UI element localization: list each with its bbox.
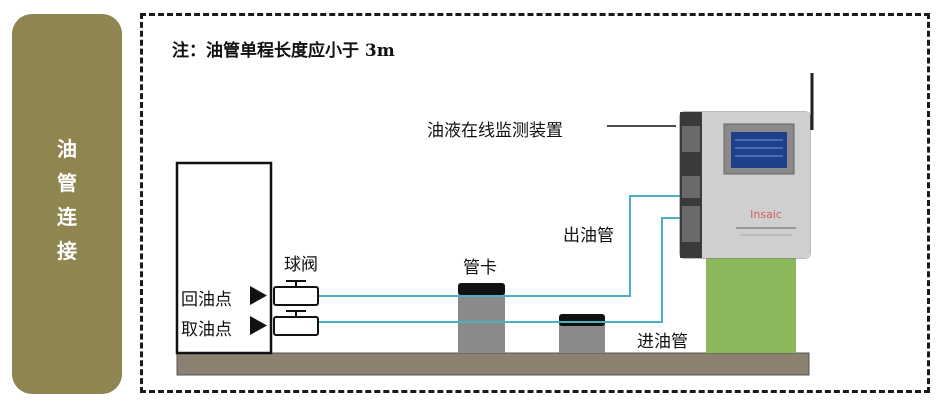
sample-point-arrow-icon bbox=[250, 316, 267, 335]
pipe-clamp bbox=[458, 283, 505, 295]
ball-valve-sample bbox=[273, 310, 319, 336]
inlet-pipe bbox=[318, 217, 690, 323]
device-screen bbox=[731, 132, 787, 168]
ball-valve-return bbox=[273, 280, 319, 306]
return-point-arrow-icon bbox=[250, 286, 267, 305]
diagram-frame bbox=[140, 13, 930, 393]
monitor-device-label: 油液在线监测装置 bbox=[427, 121, 563, 141]
pipe-clamp bbox=[559, 314, 605, 326]
device-stand bbox=[706, 258, 796, 353]
side-tab-char: 油 bbox=[57, 137, 77, 161]
base-platform bbox=[176, 352, 810, 376]
side-tab-text: 油 管 连 接 bbox=[12, 132, 122, 268]
outlet-pipe bbox=[318, 195, 690, 297]
sample-point-label: 取油点 bbox=[181, 320, 232, 340]
side-tab-char: 管 bbox=[57, 171, 77, 195]
device-brand: Insaic bbox=[750, 208, 782, 221]
side-tab: 油 管 连 接 bbox=[12, 14, 122, 394]
oil-monitor-device: Insaic bbox=[679, 73, 814, 259]
ball-valve-label: 球阀 bbox=[284, 255, 318, 275]
side-tab-char: 连 bbox=[57, 205, 77, 229]
pipe-clamp-label: 管卡 bbox=[463, 258, 497, 278]
clamp-support-block bbox=[559, 323, 605, 353]
length-note: 注：油管单程长度应小于 3m bbox=[172, 41, 395, 61]
outlet-pipe-label: 出油管 bbox=[563, 226, 614, 246]
side-tab-char: 接 bbox=[57, 239, 77, 263]
inlet-pipe-label: 进油管 bbox=[637, 332, 688, 352]
return-point-label: 回油点 bbox=[181, 290, 232, 310]
